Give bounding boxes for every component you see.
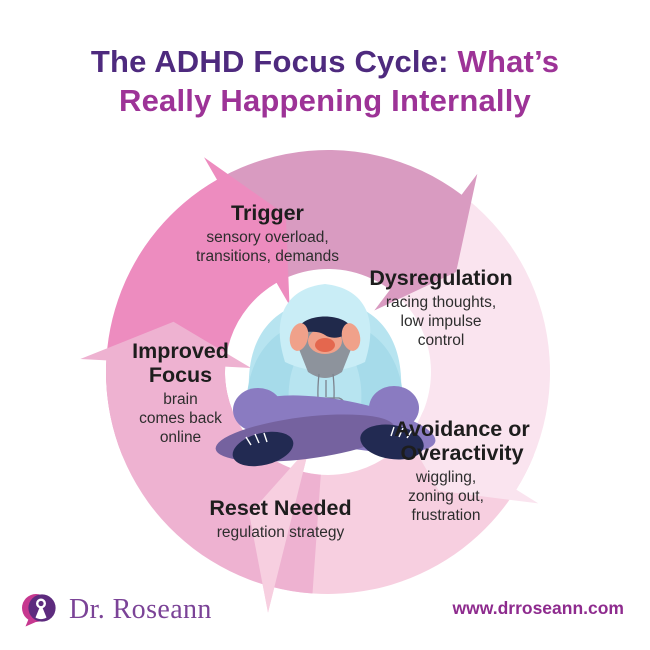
stage-label: Trigger bbox=[231, 201, 304, 225]
brand-name: Dr. Roseann bbox=[69, 594, 212, 625]
stage-label: Improved Focus bbox=[132, 339, 229, 387]
right-hand bbox=[341, 323, 361, 351]
right-shoe bbox=[360, 424, 424, 460]
hair bbox=[298, 316, 352, 338]
stage-sublabel: wiggling, zoning out, frustration bbox=[408, 469, 484, 524]
stage-sublabel: regulation strategy bbox=[216, 524, 345, 541]
title-part-accent: What’s bbox=[457, 44, 560, 79]
speech-bubble-keyhole-icon bbox=[22, 594, 56, 627]
website-url: www.drroseann.com bbox=[452, 598, 624, 618]
title-line-2: Really Happening Internally bbox=[119, 83, 531, 118]
arrowhead-avoidance-or-overactivity bbox=[249, 446, 310, 613]
stage-label: Avoidance or Overactivity bbox=[394, 417, 530, 465]
stage-improved-focus: Improved Focus brain comes back online bbox=[103, 339, 258, 447]
title-part-dark: The ADHD Focus Cycle: bbox=[90, 44, 458, 79]
stage-trigger: Trigger sensory overload, transitions, d… bbox=[150, 201, 385, 266]
stage-dysregulation: Dysregulation racing thoughts, low impul… bbox=[341, 266, 541, 350]
title-line-1: The ADHD Focus Cycle: What’s bbox=[0, 42, 650, 81]
stage-label: Dysregulation bbox=[369, 266, 513, 290]
left-hand bbox=[289, 323, 309, 351]
brand-logo: Dr. Roseann bbox=[22, 592, 212, 628]
stage-reset-needed: Reset Needed regulation strategy bbox=[168, 496, 393, 542]
stage-sublabel: brain comes back online bbox=[139, 391, 222, 446]
center-illustration bbox=[215, 284, 436, 467]
stage-sublabel: sensory overload, transitions, demands bbox=[195, 229, 340, 265]
stage-sublabel: racing thoughts, low impulse control bbox=[385, 294, 497, 349]
page-title: The ADHD Focus Cycle: What’s Really Happ… bbox=[0, 42, 650, 120]
face-shadow bbox=[315, 338, 335, 352]
stage-avoidance-or-overactivity: Avoidance or Overactivity wiggling, zoni… bbox=[362, 417, 562, 525]
shoe-lace-marks bbox=[245, 426, 413, 446]
stage-label: Reset Needed bbox=[209, 496, 352, 520]
